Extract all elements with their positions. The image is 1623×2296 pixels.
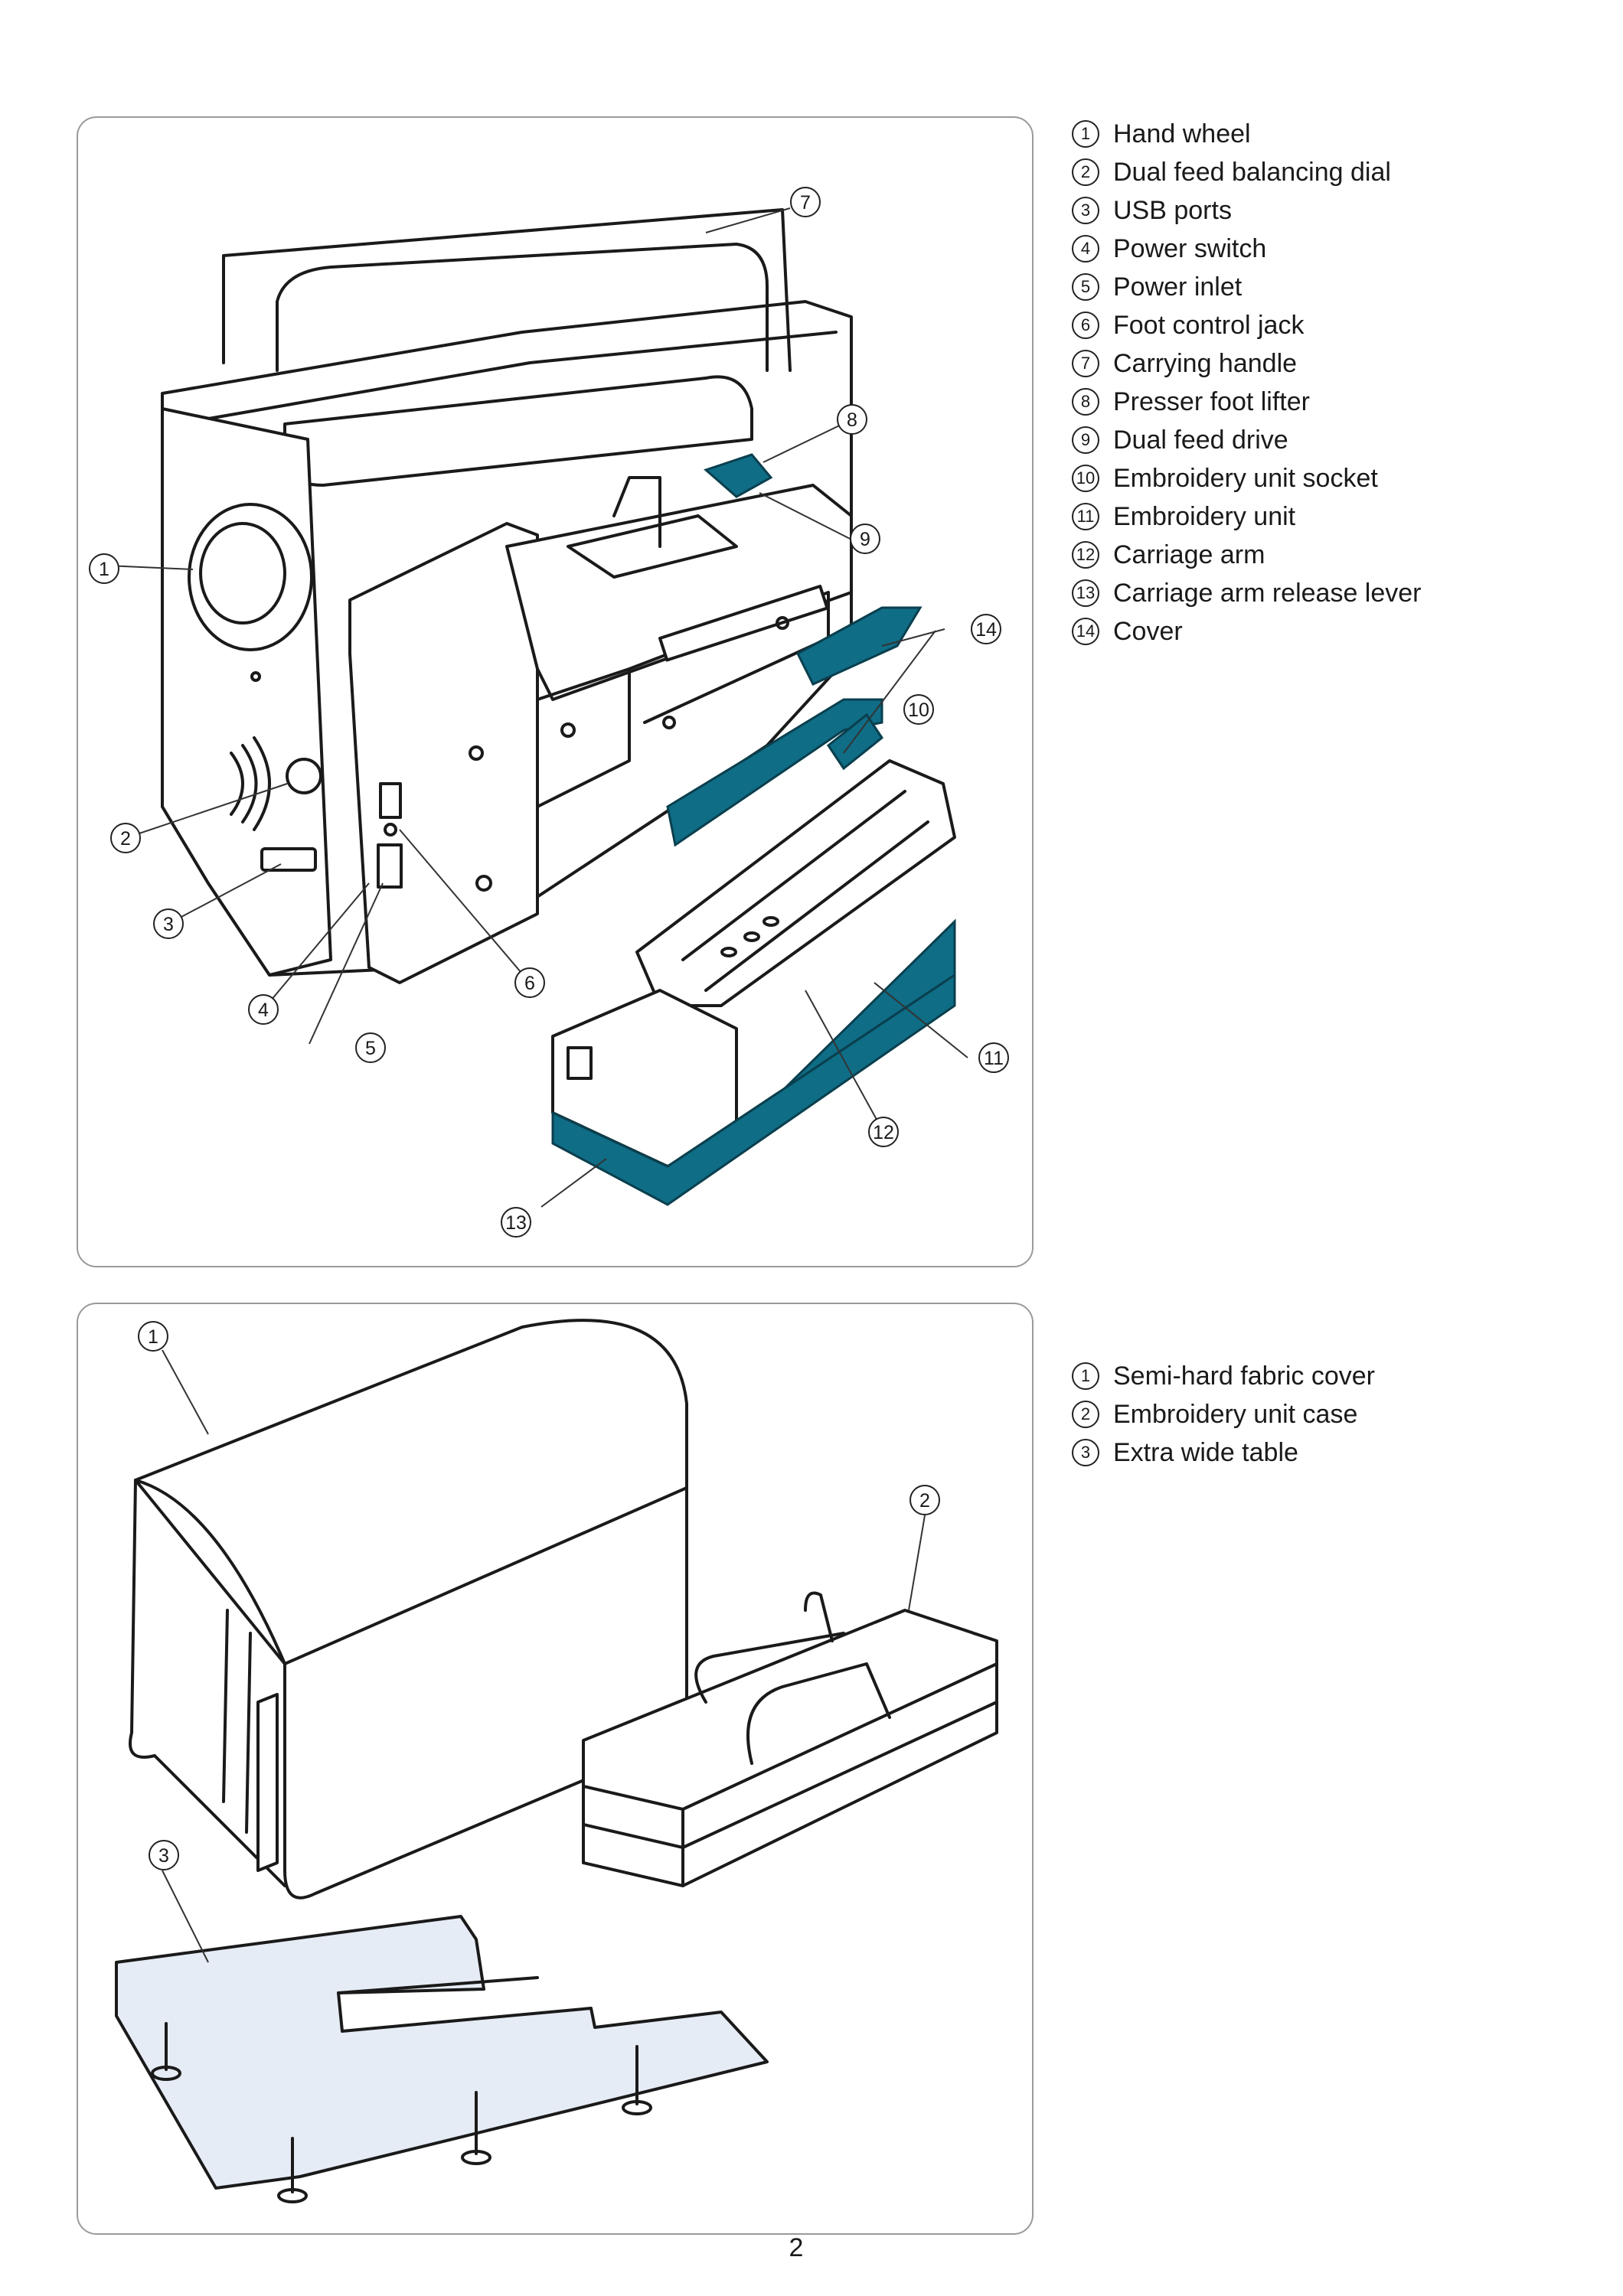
legend-number: 9 xyxy=(1072,426,1099,454)
legend-label: Foot control jack xyxy=(1113,311,1305,340)
table-leg xyxy=(277,2137,308,2203)
callout-3: 3 xyxy=(153,908,184,939)
legend-item: 2 Embroidery unit case xyxy=(1072,1395,1375,1433)
legend-label: Power switch xyxy=(1113,234,1267,263)
legend-item: 1 Hand wheel xyxy=(1072,115,1422,153)
callout-8: 8 xyxy=(837,404,867,435)
legend-item: 3 USB ports xyxy=(1072,191,1422,230)
legend-item: 14 Cover xyxy=(1072,612,1422,651)
legend-number: 14 xyxy=(1072,618,1099,645)
legend-item: 9 Dual feed drive xyxy=(1072,421,1422,459)
legend-label: Embroidery unit xyxy=(1113,502,1296,531)
callout-4: 4 xyxy=(248,994,279,1025)
legend-number: 6 xyxy=(1072,311,1099,339)
accessories-drawing xyxy=(115,1319,998,2203)
legend-label: Embroidery unit case xyxy=(1113,1400,1358,1429)
page-number: 2 xyxy=(789,2233,804,2262)
legend-item: 3 Extra wide table xyxy=(1072,1433,1375,1472)
callout-9: 9 xyxy=(850,523,880,554)
callout-14: 14 xyxy=(971,614,1001,644)
legend-label: Embroidery unit socket xyxy=(1113,464,1378,493)
legend-item: 1 Semi-hard fabric cover xyxy=(1072,1357,1375,1395)
legend-item: 8 Presser foot lifter xyxy=(1072,383,1422,421)
machine-illustration-panel: 1 2 3 4 5 6 7 8 9 10 11 12 13 14 xyxy=(77,116,1034,1267)
legend-number: 11 xyxy=(1072,503,1099,530)
table-leg xyxy=(151,2022,181,2081)
legend-label: Hand wheel xyxy=(1113,119,1251,148)
legend-item: 2 Dual feed balancing dial xyxy=(1072,153,1422,191)
parts-legend-accessories: 1 Semi-hard fabric cover 2 Embroidery unit… xyxy=(1072,1357,1375,1472)
legend-label: Dual feed balancing dial xyxy=(1113,158,1391,187)
legend-number: 4 xyxy=(1072,235,1099,263)
callout-11: 11 xyxy=(978,1042,1009,1073)
callout-7: 7 xyxy=(790,187,821,217)
legend-label: USB ports xyxy=(1113,196,1232,225)
legend-number: 12 xyxy=(1072,541,1099,569)
callout-12: 12 xyxy=(868,1117,899,1147)
callout-3: 3 xyxy=(149,1840,179,1870)
legend-number: 13 xyxy=(1072,579,1099,607)
callout-5: 5 xyxy=(355,1032,386,1063)
legend-label: Carriage arm release lever xyxy=(1113,579,1422,608)
legend-item: 12 Carriage arm xyxy=(1072,536,1422,574)
legend-item: 5 Power inlet xyxy=(1072,268,1422,306)
legend-item: 4 Power switch xyxy=(1072,230,1422,268)
table-leg xyxy=(622,2045,652,2115)
callout-1: 1 xyxy=(138,1321,168,1352)
legend-number: 5 xyxy=(1072,273,1099,301)
legend-label: Presser foot lifter xyxy=(1113,387,1310,416)
callout-13: 13 xyxy=(501,1207,531,1238)
legend-number: 10 xyxy=(1072,465,1099,492)
callout-2: 2 xyxy=(110,823,141,853)
legend-number: 3 xyxy=(1072,1439,1099,1466)
legend-number: 8 xyxy=(1072,388,1099,416)
sewing-machine-drawing xyxy=(106,207,968,1208)
legend-item: 11 Embroidery unit xyxy=(1072,497,1422,536)
legend-item: 13 Carriage arm release lever xyxy=(1072,574,1422,612)
legend-number: 1 xyxy=(1072,120,1099,148)
legend-number: 3 xyxy=(1072,197,1099,224)
legend-number: 2 xyxy=(1072,1401,1099,1428)
legend-label: Power inlet xyxy=(1113,272,1243,302)
legend-label: Carrying handle xyxy=(1113,349,1298,378)
legend-number: 2 xyxy=(1072,158,1099,186)
legend-number: 1 xyxy=(1072,1362,1099,1390)
legend-label: Carriage arm xyxy=(1113,540,1265,569)
legend-number: 7 xyxy=(1072,350,1099,377)
callout-2: 2 xyxy=(909,1485,940,1515)
legend-label: Cover xyxy=(1113,617,1183,646)
callout-10: 10 xyxy=(903,694,934,725)
callout-1: 1 xyxy=(89,553,119,584)
legend-label: Extra wide table xyxy=(1113,1438,1298,1467)
accessories-illustration-panel: 1 2 3 xyxy=(77,1303,1034,2235)
legend-item: 6 Foot control jack xyxy=(1072,306,1422,344)
legend-item: 10 Embroidery unit socket xyxy=(1072,459,1422,497)
legend-label: Semi-hard fabric cover xyxy=(1113,1362,1376,1391)
legend-item: 7 Carrying handle xyxy=(1072,344,1422,383)
callout-6: 6 xyxy=(514,967,545,998)
legend-label: Dual feed drive xyxy=(1113,426,1288,455)
table-leg xyxy=(461,2091,491,2165)
